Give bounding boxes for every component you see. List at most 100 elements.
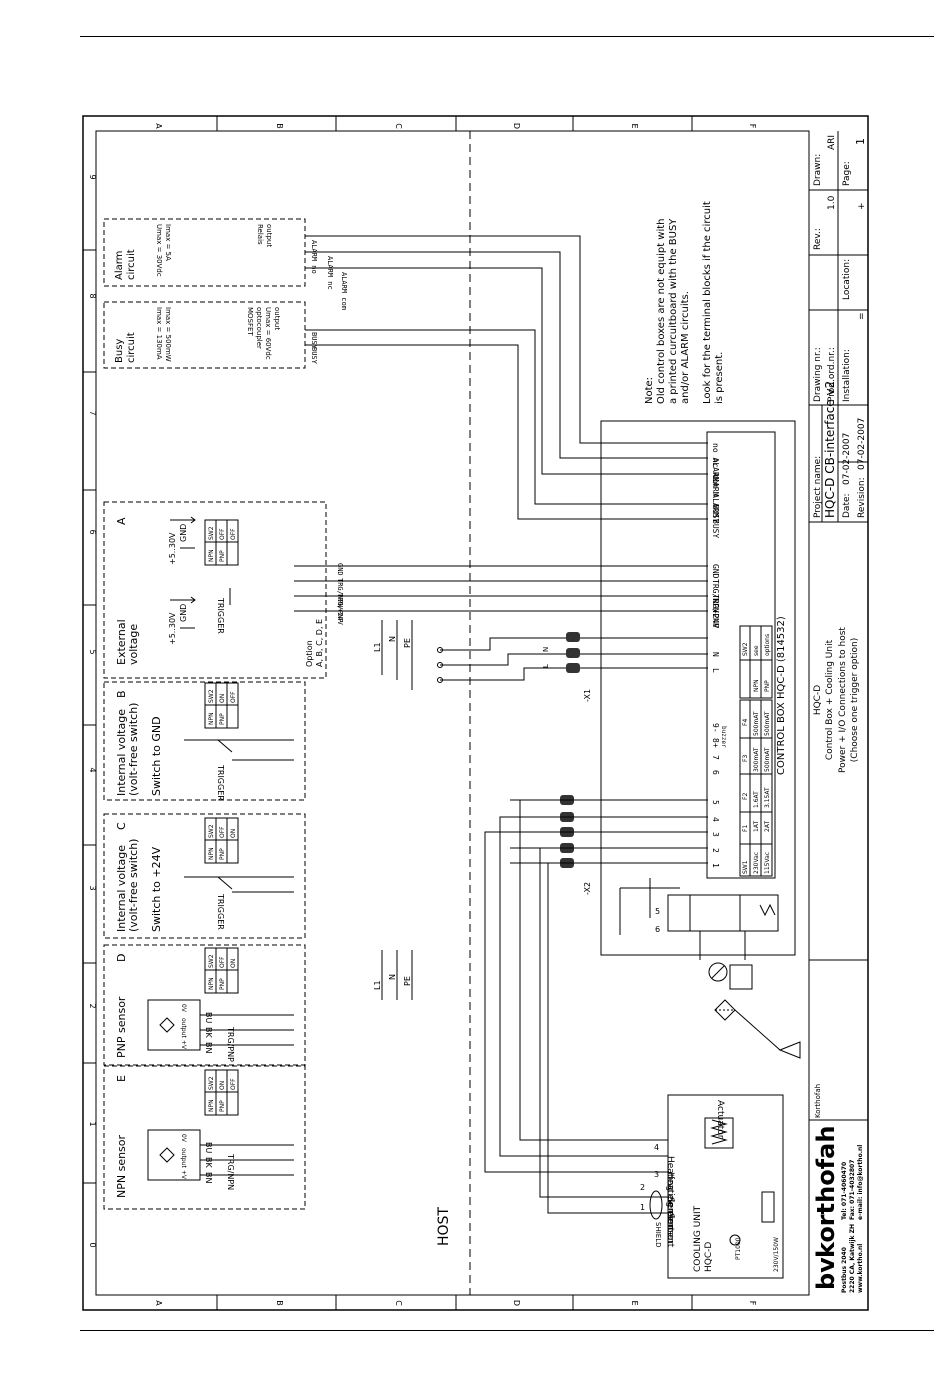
sw2-table-d: SW2 NPN OFF PNP ON (204, 947, 239, 994)
busy-circuit-box (103, 301, 306, 369)
svg-text:F3: F3 (742, 755, 749, 762)
svg-text:OFF: OFF (230, 1078, 237, 1090)
sensor-pin: output (180, 1148, 187, 1168)
address-line: www.kortho.nl (857, 1244, 864, 1293)
contact-line: e-mail: info@kortho.nl (857, 1145, 864, 1220)
alarm-spec: Imax = 5A (164, 224, 172, 261)
svg-text:PNP: PNP (219, 550, 226, 562)
svg-text:115Vac: 115Vac (764, 852, 771, 874)
terminal-label: 2 (711, 848, 720, 853)
option-d-wires (200, 1014, 294, 1046)
option-c-switch (184, 876, 294, 893)
cooling-unit-box (667, 1094, 784, 1279)
description-line: HQC-D (813, 685, 823, 715)
gnd-label: GND (179, 604, 188, 622)
alarm-spec: Umax = 30Vdc (155, 224, 163, 277)
sensor-pin: 0V (180, 1004, 187, 1013)
option-note: Option (305, 640, 314, 667)
alarm-circuit-title: circuit (126, 249, 137, 280)
valve-pin: 5 (655, 907, 660, 916)
sensor-pin: +V (180, 1170, 187, 1180)
signal-label: TRG/NPN (226, 1153, 235, 1190)
terminal-label: buzzer (720, 726, 727, 748)
grid-row-label: E (630, 1300, 639, 1305)
wire-color: BN (204, 1172, 213, 1183)
note-block: Note: Old control boxes are not equipt w… (644, 201, 725, 404)
grid-row-label: D (512, 123, 521, 129)
svg-text:3: 3 (654, 1170, 659, 1179)
rev-label: Rev.: (813, 228, 823, 250)
busy-output-label: optocoupler (255, 307, 263, 349)
svg-text:SW2: SW2 (208, 1076, 215, 1090)
sw2-table-a: SW2 NPN OFF PNP OFF (204, 519, 239, 566)
option-b-switch (184, 739, 294, 761)
trigger-label: TRIGGER (216, 893, 225, 930)
wire-color: BU (204, 1012, 213, 1023)
cable-pin: 1 (640, 1203, 645, 1212)
svg-text:SW2: SW2 (208, 954, 215, 968)
control-box-outline (600, 420, 796, 956)
svg-text:PNP: PNP (764, 680, 771, 692)
alarm-output-label: Relais (256, 224, 264, 245)
sw2-options-table: SW2 see options NPN PNP (739, 625, 773, 699)
svg-text:NPN: NPN (753, 679, 760, 692)
alarm-line-label: ALARM no (310, 240, 318, 274)
alarm-busy-wires (305, 235, 708, 520)
svg-text:ON: ON (219, 694, 226, 703)
grid-col-label: 5 (88, 649, 97, 654)
option-c-sub: Switch to +24V (150, 846, 163, 932)
valve-pin: 6 (655, 925, 660, 934)
alarm-line-label: ALARM com (340, 272, 348, 310)
cable-pin: 2 (640, 1183, 645, 1192)
cooling-label: Sensor (665, 1213, 675, 1244)
svg-text:N: N (542, 647, 550, 652)
outer-border (82, 115, 869, 1311)
power-line-label: N (388, 974, 397, 980)
page-bottom-rule (80, 1330, 934, 1331)
svg-text:a printed curcuitboard with th: a printed curcuitboard with the BUSY (668, 218, 679, 404)
svg-text:OFF: OFF (219, 826, 226, 838)
terminal-label: 3 (711, 832, 720, 837)
svg-text:ON: ON (230, 959, 237, 968)
svg-text:-X1: -X1 (583, 689, 592, 702)
grid-row-label: C (394, 1300, 403, 1306)
terminal-label: TRG/NPN (711, 579, 720, 613)
project-name: HQC-D CB-interface v2 (823, 381, 837, 518)
description-line: (Choose one trigger option) (850, 638, 860, 762)
sensor-diamond-icon (159, 1147, 175, 1163)
svg-text:ON: ON (230, 829, 237, 838)
heater-label: 230V/150W (773, 1237, 780, 1272)
sensor-diamond-icon (159, 1017, 175, 1033)
grid-col-label: 2 (88, 1003, 97, 1008)
grid-col-label: 1 (88, 1121, 97, 1126)
terminal-label: 8+ (711, 738, 720, 748)
svg-text:NPN: NPN (208, 1099, 215, 1112)
power-line-label: L1 (373, 642, 382, 652)
revision-value: 07-02-2007 (857, 418, 867, 470)
trigger-label: TRIGGER (216, 597, 225, 634)
signal-trg-pnp: TRG/PNP (336, 593, 344, 623)
title-block (808, 131, 868, 1295)
valve-symbol (619, 878, 779, 960)
busy-spec: Imax = 130mA (155, 307, 163, 360)
option-b-sub: Switch to GND (150, 716, 163, 796)
address-line: Postbus 2040 (841, 1247, 848, 1293)
grid-col-label: 4 (88, 767, 97, 772)
signal-gnd: GND (336, 563, 344, 576)
svg-text:300mAT: 300mAT (753, 747, 760, 772)
connector-x2: -X2 (560, 795, 592, 895)
busy-circuit-title: Busy (114, 339, 125, 363)
power-line-label: N (388, 636, 397, 642)
npn-sensor-body (147, 1129, 201, 1181)
terminal-label: 5 (711, 800, 720, 805)
grid-row-label: E (630, 123, 639, 128)
power-line-label: L1 (373, 980, 382, 990)
cooling-label: Heating element (665, 1156, 675, 1232)
installation-value: = (857, 312, 867, 320)
contact-line: Fax: 071-4032807 (849, 1160, 856, 1220)
svg-text:500mAT: 500mAT (753, 711, 760, 736)
grid-col-label: 0 (88, 1242, 97, 1247)
svg-text:3.15AT: 3.15AT (764, 787, 771, 808)
